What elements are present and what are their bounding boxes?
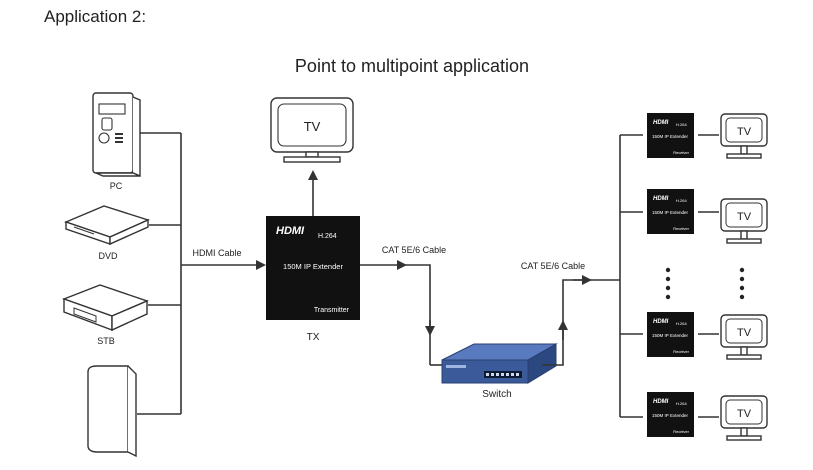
source-bus — [137, 132, 266, 415]
rx-role-label: Receiver — [673, 150, 689, 155]
diagram-title: Point to multipoint application — [295, 56, 529, 76]
tx-caption: TX — [307, 332, 320, 343]
rx-codec-label: H.264 — [676, 401, 687, 406]
rx-tv-label: TV — [737, 211, 752, 223]
receiver-row-1: HDMI H.264 150M IP Extender Receiver TV — [620, 113, 768, 159]
rx-codec-label: H.264 — [676, 321, 687, 326]
dvd-player-icon — [64, 205, 150, 246]
rx-role-label: Receiver — [673, 226, 689, 231]
rx-role-label: Receiver — [673, 349, 689, 354]
receiver-row-2: HDMI H.264 150M IP Extender Receiver TV — [620, 189, 768, 244]
cat-cable-label-right: CAT 5E/6 Cable — [521, 261, 585, 271]
more-receivers-dots — [665, 267, 745, 300]
rx-tv-label: TV — [737, 327, 752, 339]
tx-model-label: 150M IP Extender — [283, 262, 343, 271]
tx-brand-logo: HDMI — [276, 225, 305, 237]
tv-icon: TV — [720, 198, 768, 244]
transmitter-device: HDMI H.264 150M IP Extender Transmitter — [266, 216, 360, 320]
rx-model-label: 150M IP Extender — [652, 134, 688, 139]
source-label-dvd: DVD — [98, 251, 118, 261]
receiver-device — [647, 312, 694, 357]
receiver-row-3: HDMI H.264 150M IP Extender Receiver TV — [620, 312, 768, 360]
rx-tv-label: TV — [737, 408, 752, 420]
source-label-stb: STB — [97, 336, 115, 346]
tv-icon: TV — [720, 395, 768, 441]
receiver-device — [647, 392, 694, 437]
cat-cable-label-left: CAT 5E/6 Cable — [382, 245, 446, 255]
hdmi-cable-label: HDMI Cable — [192, 248, 241, 258]
rx-codec-label: H.264 — [676, 122, 687, 127]
rx-brand-logo: HDMI — [653, 196, 669, 202]
tv-icon: TV — [720, 113, 768, 159]
rx-tv-label: TV — [737, 126, 752, 138]
network-switch — [441, 343, 558, 384]
rx-brand-logo: HDMI — [653, 399, 669, 405]
rx-model-label: 150M IP Extender — [652, 210, 688, 215]
set-top-box-icon — [61, 284, 149, 332]
tx-role-label: Transmitter — [314, 307, 350, 314]
tv-label: TV — [304, 119, 321, 134]
rx-model-label: 150M IP Extender — [652, 413, 688, 418]
tv-icon: TV — [270, 97, 354, 163]
source-label-pc: PC — [110, 181, 123, 191]
rx-brand-logo: HDMI — [653, 319, 669, 325]
tv-icon: TV — [720, 314, 768, 360]
rx-codec-label: H.264 — [676, 198, 687, 203]
receiver-device — [647, 189, 694, 234]
section-header: Application 2: — [44, 7, 146, 26]
pc-icon — [92, 92, 141, 178]
rx-brand-logo: HDMI — [653, 120, 669, 126]
receiver-row-4: HDMI H.264 150M IP Extender Receiver TV — [620, 392, 768, 441]
switch-label: Switch — [482, 389, 511, 400]
rx-model-label: 150M IP Extender — [652, 333, 688, 338]
receiver-device — [647, 113, 694, 158]
rx-role-label: Receiver — [673, 429, 689, 434]
tx-codec-label: H.264 — [318, 233, 337, 240]
game-console-icon — [87, 365, 137, 458]
